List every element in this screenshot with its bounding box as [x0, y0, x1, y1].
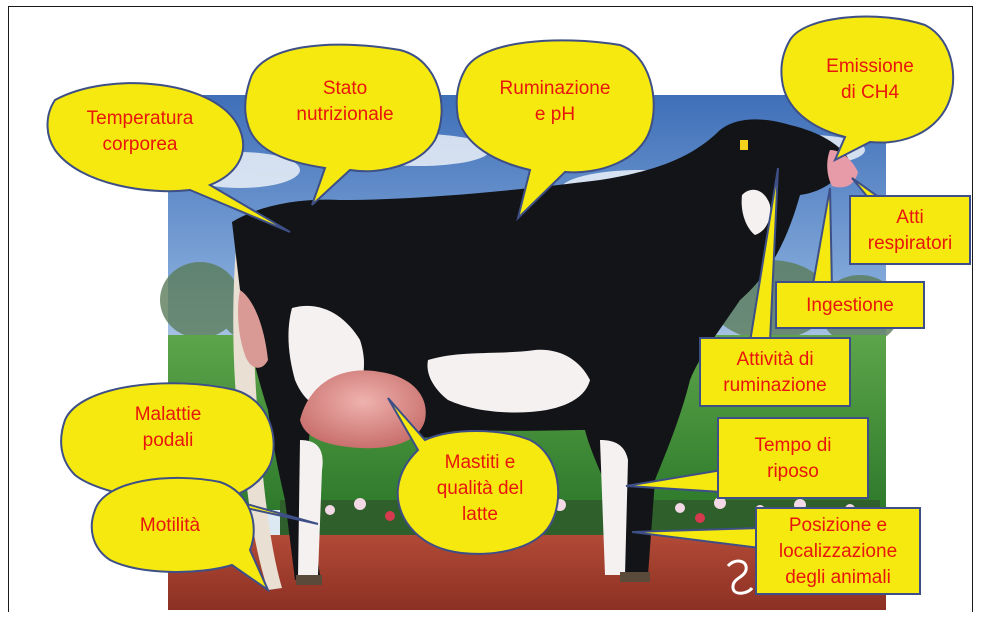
label-posizione-line2: localizzazione	[779, 541, 897, 562]
label-atti-line1: Atti	[896, 207, 923, 228]
label-posizione-line3: degli animali	[785, 567, 891, 588]
label-posizione-line1: Posizione e	[789, 515, 887, 536]
label-malattie-line1: Malattie	[135, 404, 202, 425]
label-stato-line1: Stato	[323, 78, 367, 99]
label-emissione-line1: Emissione	[826, 56, 914, 77]
label-temperatura-line2: corporea	[103, 134, 178, 155]
label-attivita-line1: Attività di	[736, 349, 813, 370]
callout-atti: Atti respiratori	[850, 176, 970, 264]
box-tempo	[718, 418, 868, 498]
label-ingestione: Ingestione	[806, 295, 894, 316]
label-tempo-line2: riposo	[767, 461, 819, 482]
front-hoof	[620, 572, 650, 582]
label-mastiti-line2: qualità del	[437, 478, 524, 499]
label-atti-line2: respiratori	[868, 233, 952, 254]
label-tempo-line1: Tempo di	[754, 435, 831, 456]
label-attivita-line2: ruminazione	[723, 375, 827, 396]
label-motilita: Motilità	[140, 515, 201, 536]
rear-hoof	[296, 575, 322, 585]
label-ruminazione-line2: e pH	[535, 104, 575, 125]
label-stato-line2: nutrizionale	[296, 104, 393, 125]
label-temperatura-line1: Temperatura	[87, 108, 194, 129]
label-ruminazione-line1: Ruminazione	[500, 78, 611, 99]
label-mastiti-line1: Mastiti e	[445, 452, 516, 473]
label-emissione-line2: di CH4	[841, 82, 900, 103]
label-mastiti-line3: latte	[462, 504, 498, 525]
label-malattie-line2: podali	[143, 430, 194, 451]
ear-tag	[740, 140, 748, 150]
